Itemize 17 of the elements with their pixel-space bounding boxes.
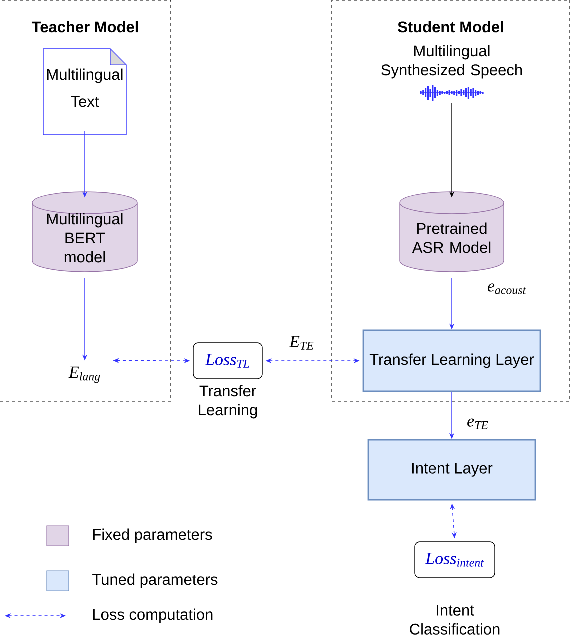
database-cylinder: Multilingual BERT model xyxy=(32,192,138,272)
edge-label: E$_{TE}$ xyxy=(289,336,314,350)
loss-box: Loss$_{intent}$ xyxy=(414,542,496,578)
loss-box: Loss$_{TL}$ xyxy=(193,342,263,380)
legend-text: Fixed parameters xyxy=(93,528,212,544)
legend-text: Tuned parameters xyxy=(92,574,218,588)
edge-label: e$_{TE}$ xyxy=(468,418,488,430)
embedding-label: E$_{lang}$ xyxy=(68,366,100,384)
layer-box: Intent Layer xyxy=(368,439,536,501)
edge-label: e$_{acoust}$ xyxy=(488,284,526,294)
caption-text: Intent Classification xyxy=(410,605,500,635)
caption-text: Multilingual Synthesized Speech xyxy=(382,45,522,79)
waveform-drawing xyxy=(420,84,484,102)
database-cylinder: Pretrained ASR Model xyxy=(400,192,504,272)
legend-text: Loss computation xyxy=(93,608,213,624)
layer-box: Transfer Learning Layer xyxy=(362,330,542,392)
caption-text: Transfer Learning xyxy=(199,385,258,419)
